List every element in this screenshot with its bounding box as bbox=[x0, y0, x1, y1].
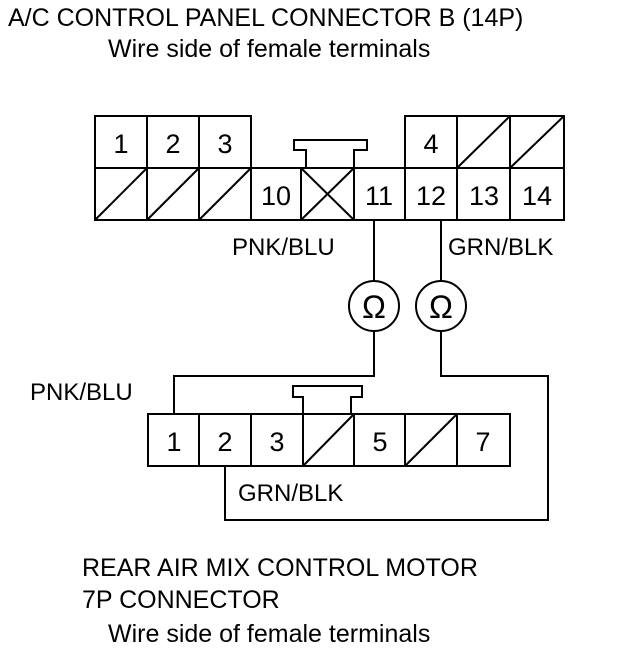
motor-connector-title-line2: 7P CONNECTOR bbox=[82, 586, 280, 614]
terminal-number: 5 bbox=[372, 427, 387, 457]
terminal-number: 1 bbox=[166, 427, 181, 457]
empty-cavity-mark bbox=[302, 413, 355, 467]
empty-cavity-mark bbox=[404, 413, 458, 467]
terminal-number: 2 bbox=[165, 129, 180, 159]
terminal-number: 11 bbox=[365, 181, 393, 211]
ohmmeter-1 bbox=[348, 280, 400, 332]
wire-meter-to-7p-1 bbox=[173, 331, 375, 414]
ohm-icon: Ω bbox=[429, 289, 453, 325]
wire-label-motor2: GRN/BLK bbox=[238, 480, 344, 507]
terminal-number: 4 bbox=[423, 129, 438, 159]
connector-b bbox=[94, 115, 565, 221]
terminal-number: 10 bbox=[261, 181, 291, 211]
connector-b-lock-tab bbox=[293, 139, 368, 168]
connector-b-title: A/C CONTROL PANEL CONNECTOR B (14P) bbox=[8, 4, 524, 32]
connector-b-subtitle: Wire side of female terminals bbox=[108, 35, 431, 63]
terminal-number: 14 bbox=[522, 181, 552, 211]
blocked-cavity-mark bbox=[300, 167, 355, 221]
terminal-number: 3 bbox=[217, 129, 232, 159]
wire-label-motor1: PNK/BLU bbox=[30, 379, 133, 406]
terminal-number: 13 bbox=[469, 181, 499, 211]
empty-cavity-mark bbox=[146, 167, 200, 221]
empty-cavity-mark bbox=[94, 167, 148, 221]
empty-cavity-mark bbox=[198, 167, 252, 221]
terminal-number: 1 bbox=[113, 129, 128, 159]
motor-connector-subtitle: Wire side of female terminals bbox=[108, 620, 431, 648]
connector-7p-lock-tab bbox=[292, 385, 363, 414]
wire-label-b11: PNK/BLU bbox=[232, 234, 335, 261]
empty-cavity-mark bbox=[456, 115, 511, 169]
empty-cavity-mark bbox=[509, 115, 565, 169]
terminal-number: 12 bbox=[416, 181, 446, 211]
terminal-number: 7 bbox=[475, 427, 490, 457]
wire-meter-to-7p-2 bbox=[224, 331, 549, 521]
ohmmeter-2 bbox=[415, 280, 467, 332]
terminal-number: 3 bbox=[269, 427, 284, 457]
wire-label-b12: GRN/BLK bbox=[448, 234, 554, 261]
ohm-icon: Ω bbox=[362, 289, 386, 325]
connector-7p bbox=[147, 385, 511, 467]
terminal-number: 2 bbox=[217, 427, 232, 457]
motor-connector-title-line1: REAR AIR MIX CONTROL MOTOR bbox=[82, 554, 478, 582]
